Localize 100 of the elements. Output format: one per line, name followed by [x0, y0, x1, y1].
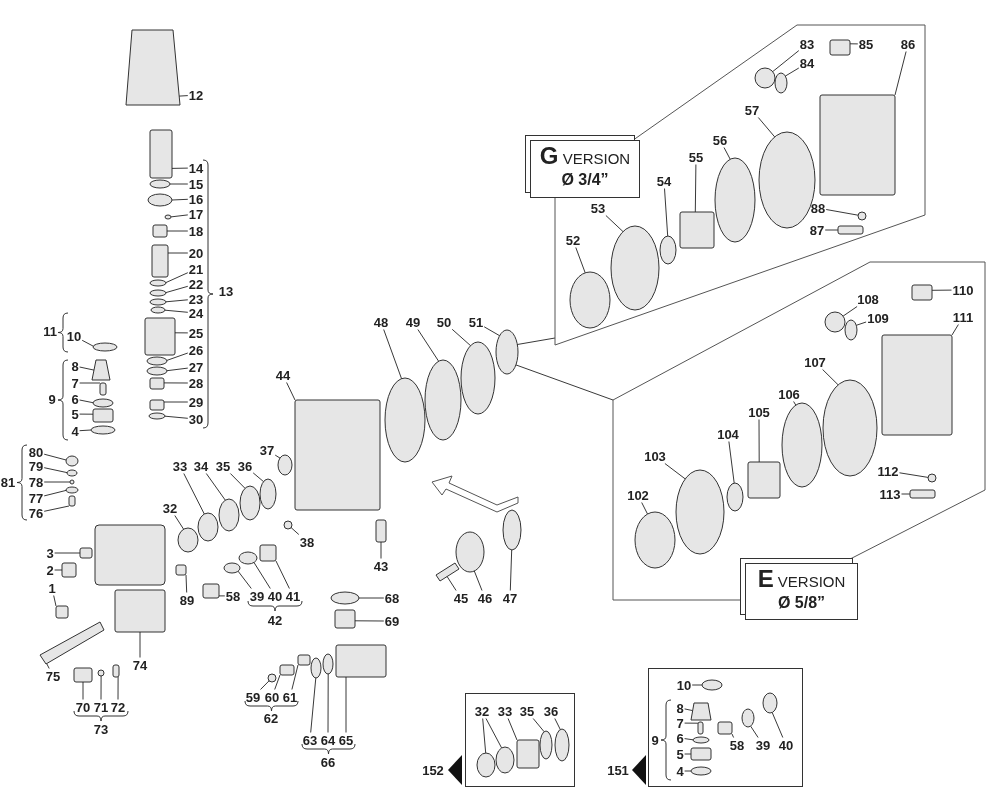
- callout-number: 77: [28, 491, 44, 505]
- connector-line: [516, 337, 556, 345]
- callout-number: 71: [93, 700, 109, 714]
- callout-number: 36: [543, 704, 559, 718]
- callout-number: 70: [75, 700, 91, 714]
- callout-number: 110: [952, 283, 974, 297]
- leader-line: [664, 188, 669, 237]
- callout-number: 106: [778, 387, 800, 401]
- callout-number: 105: [748, 405, 770, 419]
- callout-number: 52: [565, 233, 581, 247]
- leader-line: [290, 527, 300, 535]
- leader-line: [79, 399, 94, 404]
- part-drawing: [279, 664, 295, 676]
- callout-number: 20: [188, 246, 204, 260]
- leader-line: [237, 570, 252, 589]
- ring-drawing: [69, 479, 75, 485]
- leader-line: [684, 722, 699, 724]
- callout-number: 57: [744, 103, 760, 117]
- ring-drawing: [455, 531, 485, 573]
- part-drawing: [435, 562, 460, 582]
- callout-number: 76: [28, 506, 44, 520]
- part-drawing: [881, 334, 953, 436]
- leader-line: [684, 753, 692, 755]
- callout-number: 85: [858, 37, 874, 51]
- version-panel: [555, 25, 925, 345]
- callout-number: 15: [188, 177, 204, 191]
- part-drawing: [151, 244, 169, 278]
- callout-number: 38: [299, 535, 315, 549]
- callout-number: 29: [188, 395, 204, 409]
- ring-drawing: [714, 157, 756, 243]
- ring-drawing: [330, 591, 360, 605]
- part-drawing: [909, 489, 936, 499]
- leader-line: [171, 198, 189, 201]
- leader-line: [43, 453, 67, 461]
- callout-number: 4: [71, 424, 79, 438]
- ring-drawing: [844, 319, 858, 341]
- ring-drawing: [495, 746, 515, 774]
- leader-line: [694, 164, 697, 213]
- part-drawing: [697, 721, 704, 735]
- part-drawing: [175, 564, 187, 576]
- callout-number: 14: [188, 161, 204, 175]
- leader-line: [691, 684, 703, 686]
- part-drawing: [99, 382, 107, 396]
- leader-line: [164, 309, 189, 313]
- callout-number: 28: [188, 376, 204, 390]
- callout-number: 40: [267, 589, 283, 603]
- callout-number: 10: [676, 678, 692, 692]
- callout-number: 81: [0, 475, 16, 489]
- leader-line: [183, 473, 205, 515]
- leader-line: [165, 272, 189, 284]
- part-drawing: [144, 317, 176, 356]
- callout-number: 5: [676, 747, 684, 761]
- version-heading: G VERSION: [538, 145, 632, 170]
- ring-drawing: [754, 67, 776, 89]
- leader-line: [164, 415, 189, 419]
- callout-number: 3: [46, 546, 54, 560]
- part-drawing: [516, 739, 540, 769]
- ring-drawing: [424, 359, 462, 441]
- part-drawing: [112, 664, 120, 678]
- callout-number: 72: [110, 700, 126, 714]
- leader-line: [205, 473, 226, 501]
- callout-number: 39: [249, 589, 265, 603]
- ring-drawing: [675, 469, 725, 555]
- leader-line: [824, 229, 839, 231]
- leader-line: [229, 473, 246, 489]
- leader-line: [79, 366, 95, 371]
- ring-drawing: [149, 179, 171, 189]
- leader-line: [165, 285, 189, 294]
- leader-line: [728, 441, 735, 484]
- part-drawing: [55, 605, 69, 619]
- callout-number: 51: [468, 315, 484, 329]
- part-drawing: [297, 654, 311, 666]
- ring-drawing: [690, 766, 712, 776]
- callout-number: 103: [644, 449, 666, 463]
- ring-drawing: [92, 342, 118, 352]
- callout-number: 59: [245, 690, 261, 704]
- ring-drawing: [65, 486, 79, 494]
- leader-line: [473, 570, 483, 591]
- callout-number: 9: [48, 392, 56, 406]
- ring-drawing: [223, 562, 241, 574]
- ring-drawing: [90, 425, 116, 435]
- leader-line: [54, 552, 81, 554]
- leader-line: [53, 595, 57, 607]
- leader-line: [684, 738, 694, 741]
- ring-drawing: [197, 512, 219, 542]
- callout-number: 64: [320, 733, 336, 747]
- leader-line: [166, 352, 189, 361]
- callout-number: 8: [676, 701, 684, 715]
- callout-number: 9: [651, 733, 659, 747]
- callout-number: 88: [810, 201, 826, 215]
- leader-line: [793, 401, 797, 406]
- part-drawing: [149, 129, 173, 179]
- part-drawing: [114, 589, 166, 633]
- leader-line: [485, 718, 503, 749]
- leader-line: [784, 67, 800, 77]
- leader-line: [274, 674, 281, 690]
- ring-drawing: [692, 736, 710, 744]
- callout-number: 69: [384, 614, 400, 628]
- ring-drawing: [857, 211, 867, 221]
- callout-number: 104: [717, 427, 739, 441]
